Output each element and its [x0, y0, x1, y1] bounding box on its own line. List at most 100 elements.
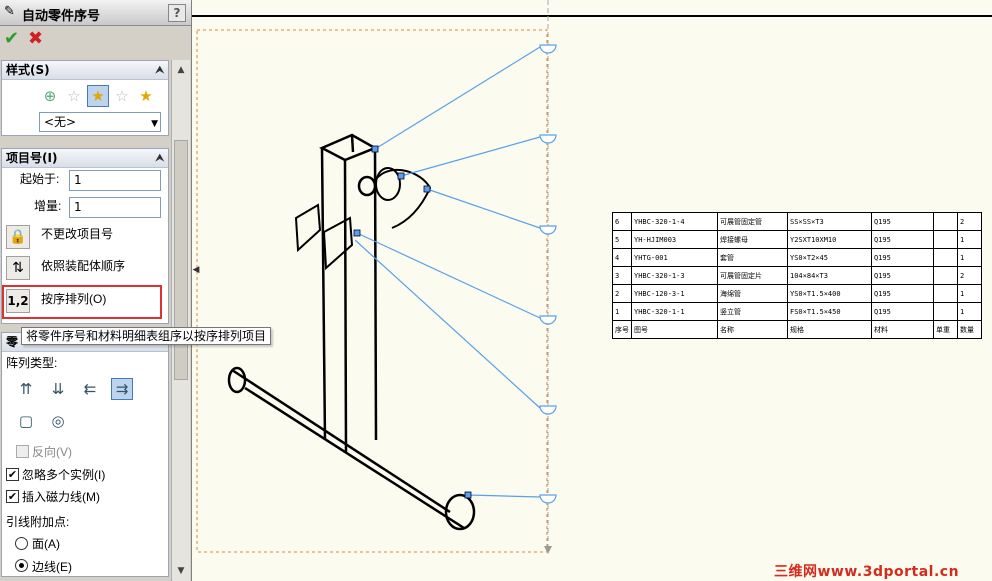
- increment-input[interactable]: 1: [69, 197, 161, 218]
- ok-cancel-bar: ✔ ✖: [0, 27, 191, 53]
- bom-cell: 规格: [787, 320, 872, 339]
- style-select-value: <无>: [44, 115, 77, 129]
- scroll-up-icon[interactable]: ▲: [177, 65, 185, 75]
- bom-cell: YHBC-320-1-4: [631, 212, 718, 231]
- style-select[interactable]: <无> ▼: [39, 112, 161, 132]
- bom-header-row: 序号图号名称规格材料单重数量: [612, 320, 982, 339]
- layout-right-icon[interactable]: ⇉: [111, 378, 133, 400]
- balloon-icon: ✎: [4, 4, 15, 19]
- bom-cell: Q195: [871, 248, 934, 267]
- item-number-group: 项目号(I) ⮝ 起始于: 1 增量: 1 🔒 不更改项目号 ⇅ 依照装配体顺序…: [1, 148, 169, 324]
- bom-cell: Q195: [871, 230, 934, 249]
- bom-cell: 5: [612, 230, 632, 249]
- bom-cell: YS0×T2×45: [787, 248, 872, 267]
- bom-cell: Q195: [871, 212, 934, 231]
- layout-group-title: 零: [6, 335, 19, 349]
- reverse-label: 反向(V): [32, 445, 72, 459]
- bom-cell: YHBC-320-1-1: [631, 302, 718, 321]
- highlight-frame: [2, 285, 162, 319]
- collapse-icon[interactable]: ⮝: [155, 153, 165, 164]
- bom-cell: YHBC-320-1-3: [631, 266, 718, 285]
- order-numbers-icon[interactable]: 1,2: [6, 289, 30, 313]
- tooltip: 将零件序号和材料明细表组序以按序排列项目: [21, 327, 271, 345]
- leader-attach-label: 引线附加点:: [6, 515, 70, 529]
- ignore-multiple-label: 忽略多个实例(I): [22, 468, 106, 482]
- edge-radio[interactable]: [15, 559, 28, 572]
- add-favorite-icon[interactable]: ☆: [67, 87, 81, 105]
- start-input[interactable]: 1: [69, 170, 161, 191]
- bom-cell: YHTG-001: [631, 248, 718, 267]
- insert-magnetic-checkbox[interactable]: ✔: [6, 490, 19, 503]
- add-style-icon[interactable]: ⊕: [43, 87, 57, 105]
- bom-cell: 焊接螺母: [717, 230, 788, 249]
- scroll-down-icon[interactable]: ▼: [177, 566, 185, 576]
- bom-cell: 套管: [717, 248, 788, 267]
- bom-cell: FS0×T1.5×450: [787, 302, 872, 321]
- bom-cell: 可展管固定管: [717, 212, 788, 231]
- bom-cell: Q195: [871, 302, 934, 321]
- bom-cell: 海绵管: [717, 284, 788, 303]
- bom-cell: 104×84×T3: [787, 266, 872, 285]
- balloons: [539, 44, 557, 504]
- bom-cell: 2: [612, 284, 632, 303]
- bom-cell: 竖立管: [717, 302, 788, 321]
- bom-cell: SS×SS×T3: [787, 212, 872, 231]
- style-group-title: 样式(S): [6, 63, 50, 77]
- bom-cell: 材料: [871, 320, 934, 339]
- save-favorite-icon[interactable]: ☆: [115, 87, 129, 105]
- panel-scrollbar[interactable]: ▲ ▼: [171, 60, 190, 581]
- bom-cell: YHBC-120-3-1: [631, 284, 718, 303]
- cancel-button[interactable]: ✖: [28, 28, 44, 49]
- assembly-order-icon[interactable]: ⇅: [6, 256, 30, 280]
- help-button[interactable]: ?: [168, 4, 186, 22]
- collapse-icon[interactable]: ⮝: [155, 65, 165, 76]
- bom-cell: 1: [957, 248, 982, 267]
- panel-title: 自动零件序号: [22, 8, 101, 23]
- layout-bottom-icon[interactable]: ⇊: [51, 380, 65, 398]
- lock-icon[interactable]: 🔒: [6, 225, 30, 249]
- panel-splitter[interactable]: ◀: [192, 265, 200, 275]
- scroll-thumb[interactable]: [174, 140, 188, 380]
- style-group-header[interactable]: 样式(S) ⮝: [2, 61, 168, 80]
- edge-label: 边线(E): [32, 560, 72, 574]
- ok-button[interactable]: ✔: [4, 28, 20, 49]
- increment-label: 增量:: [34, 199, 62, 213]
- reverse-checkbox[interactable]: [16, 445, 29, 458]
- bom-cell: [933, 266, 958, 285]
- layout-square-icon[interactable]: ▢: [18, 412, 34, 430]
- chevron-down-icon: ▼: [151, 119, 158, 129]
- bom-cell: [933, 248, 958, 267]
- ignore-multiple-checkbox[interactable]: ✔: [6, 468, 19, 481]
- bom-cell: 名称: [717, 320, 788, 339]
- bom-cell: 4: [612, 248, 632, 267]
- load-favorite-icon[interactable]: ★: [139, 87, 153, 105]
- bom-cell: Y2SXT10XM10: [787, 230, 872, 249]
- layout-group: 零 阵列类型: ⇈ ⇊ ⇇ ⇉ ▢ ◎ 反向(V) ✔ 忽略多个实例(I) ✔ …: [1, 332, 169, 577]
- delete-favorite-icon[interactable]: ★: [87, 85, 109, 107]
- bom-cell: YH-HJIM003: [631, 230, 718, 249]
- do-not-change-label[interactable]: 不更改项目号: [41, 227, 114, 241]
- insert-magnetic-label: 插入磁力线(M): [22, 490, 100, 504]
- pattern-type-label: 阵列类型:: [6, 356, 58, 370]
- order-sequence-label[interactable]: 按序排列(O): [41, 292, 107, 306]
- bom-cell: 序号: [612, 320, 632, 339]
- layout-circular-icon[interactable]: ◎: [51, 412, 65, 430]
- drawing-svg: [192, 0, 992, 554]
- bom-cell: 1: [957, 230, 982, 249]
- layout-top-icon[interactable]: ⇈: [19, 380, 33, 398]
- face-radio[interactable]: [15, 537, 28, 550]
- bom-cell: YS0×T1.5×400: [787, 284, 872, 303]
- bom-cell: 可展管固定片: [717, 266, 788, 285]
- bom-cell: 2: [957, 212, 982, 231]
- bom-cell: 3: [612, 266, 632, 285]
- item-number-group-header[interactable]: 项目号(I) ⮝: [2, 149, 168, 168]
- follow-assembly-order-label[interactable]: 依照装配体顺序: [41, 259, 126, 273]
- layout-left-icon[interactable]: ⇇: [83, 380, 97, 398]
